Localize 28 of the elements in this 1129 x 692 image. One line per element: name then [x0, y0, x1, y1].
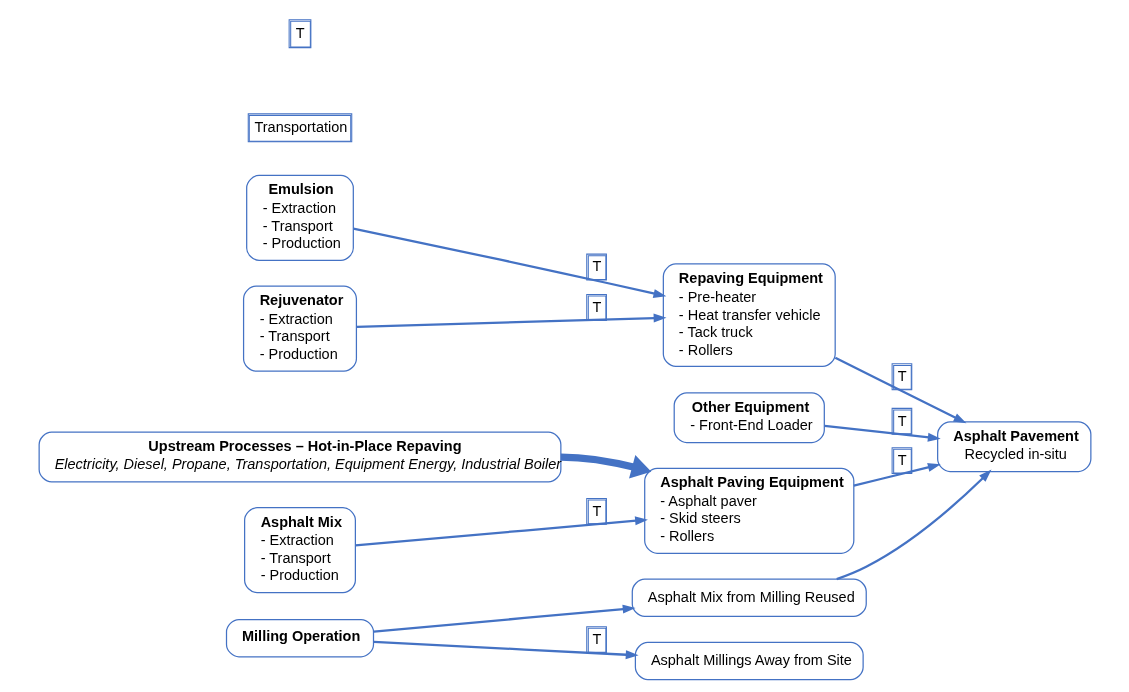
node-box: Asphalt Millings Away from Site: [634, 641, 864, 681]
arrow: [356, 313, 666, 329]
arrow: [834, 356, 966, 424]
edge-label: T: [591, 298, 601, 315]
arrow: [823, 424, 941, 442]
node-box: Asphalt Mix from Milling Reused: [631, 578, 867, 618]
node-box: Repaving Equipment - Pre-heater - Heat transfer vehicle - Tack truck - Rollers: [662, 263, 836, 368]
node-box: Asphalt Mix - Extraction - Transport - Production: [243, 507, 356, 594]
edge-label: T: [591, 631, 601, 648]
node-box: Other Equipment - Front-End Loader: [673, 392, 825, 444]
edge-label: T: [897, 451, 907, 468]
arrow: [354, 516, 648, 547]
node-box: Emulsion - Extraction - Transport - Production: [245, 174, 354, 261]
node-box: Rejuvenator - Extraction - Transport - Production: [242, 285, 357, 372]
node-box: Asphalt Paving Equipment - Asphalt paver - Skid steers - Rollers: [643, 467, 854, 554]
arrow: [352, 227, 666, 298]
label: Transportation: [253, 119, 347, 136]
arrow: [853, 463, 941, 487]
node-box: Milling Operation: [225, 618, 374, 658]
arrow: [835, 469, 991, 581]
label: T: [295, 24, 305, 41]
edge-label: T: [591, 502, 601, 519]
edge-label: T: [591, 258, 601, 275]
arrow: [373, 640, 639, 660]
edge-label: T: [897, 412, 907, 429]
node-box: Asphalt Pavement Recycled in-situ: [936, 421, 1091, 473]
edge-label: T: [897, 368, 907, 385]
arrow: [373, 604, 636, 633]
